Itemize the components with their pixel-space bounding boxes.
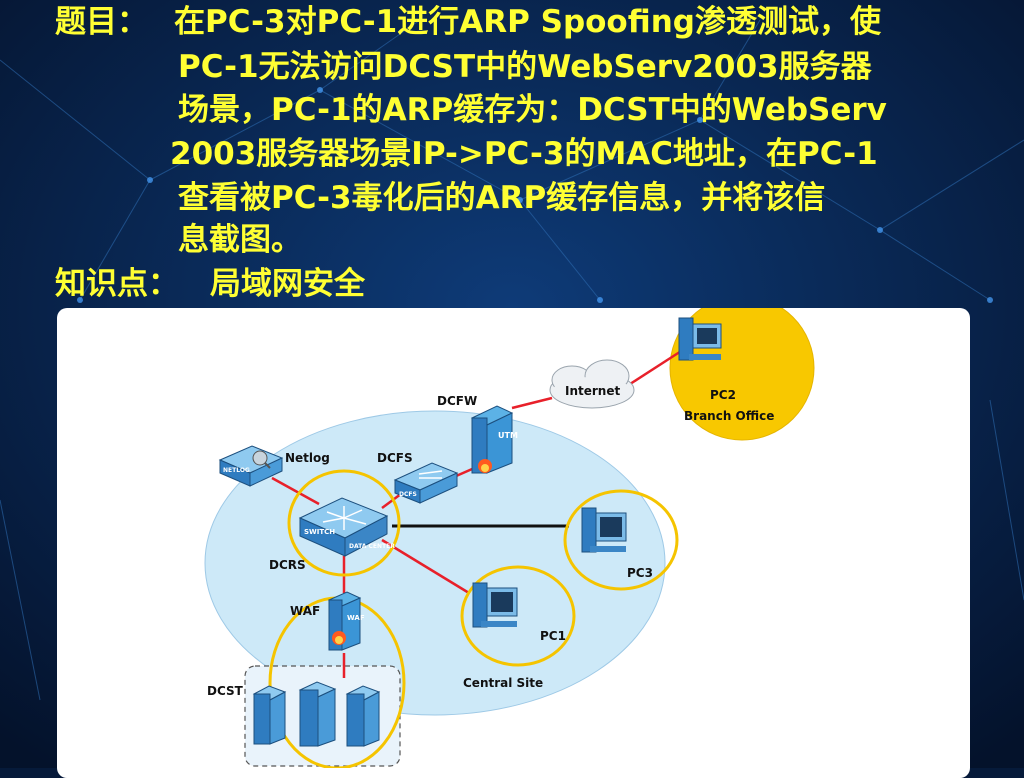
central-site-label: Central Site <box>463 676 543 690</box>
network-topology-diagram: Internet PC2 Branch Office UTM DCFW <box>204 308 815 768</box>
pc2-label: PC2 <box>710 388 736 402</box>
netlog-appliance-icon <box>218 445 284 487</box>
pc2-computer-icon <box>678 317 722 361</box>
highlight-pc1 <box>460 565 576 667</box>
diagram-card: Internet PC2 Branch Office UTM DCFW <box>57 308 970 778</box>
waf-label: WAF <box>290 604 320 618</box>
question-line-5: 查看被PC-3毒化后的ARP缓存信息，并将该信 <box>178 180 826 216</box>
switch-text-2: DATA CENTER <box>349 543 395 550</box>
question-line-1: 在PC-3对PC-1进行ARP Spoofing渗透测试，使 <box>174 4 881 40</box>
dcst-servers-icon <box>252 681 381 747</box>
question-line-6: 息截图。 <box>178 222 302 258</box>
dcfs-device-label: DCFS <box>399 491 417 498</box>
core-switch-icon <box>298 497 389 557</box>
waf-firewall-icon <box>327 591 362 651</box>
switch-text-1: SWITCH <box>304 528 335 536</box>
highlight-pc3 <box>563 489 679 591</box>
pc1-label: PC1 <box>540 629 566 643</box>
knowledge-label: 知识点： <box>55 266 179 302</box>
highlight-dcrs <box>287 469 401 577</box>
netlog-label: Netlog <box>285 451 330 465</box>
question-label: 题目： <box>55 4 148 40</box>
question-line-2: PC-1无法访问DCST中的WebServ2003服务器 <box>178 49 872 85</box>
question-line-4: 2003服务器场景IP->PC-3的MAC地址，在PC-1 <box>170 136 878 172</box>
pc3-computer-icon <box>581 507 627 553</box>
dcfw-device-label: UTM <box>498 431 518 440</box>
internet-label: Internet <box>565 384 620 398</box>
link-internet-dcfw <box>511 396 553 410</box>
link-switch-pc1 <box>381 538 470 595</box>
internet-cloud-icon <box>549 359 635 409</box>
link-netlog-switch <box>271 476 320 506</box>
dcfw-label: DCFW <box>437 394 477 408</box>
dcfs-label: DCFS <box>377 451 413 465</box>
knowledge-text: 局域网安全 <box>210 266 365 302</box>
question-area: 题目： 在PC-3对PC-1进行ARP Spoofing渗透测试，使 PC-1无… <box>0 0 1024 310</box>
netlog-device-label: NETLOG <box>223 467 250 474</box>
pc1-computer-icon <box>472 582 518 628</box>
dcfs-device-icon <box>393 462 459 504</box>
waf-device-label: WAF <box>347 614 365 622</box>
question-line-3: 场景，PC-1的ARP缓存为：DCST中的WebServ <box>178 92 887 128</box>
dcfw-firewall-icon <box>470 405 514 474</box>
dcst-label: DCST <box>207 684 244 698</box>
pc3-label: PC3 <box>627 566 653 580</box>
branch-office-label: Branch Office <box>684 409 774 423</box>
central-site-area <box>204 410 666 716</box>
dcrs-label: DCRS <box>269 558 306 572</box>
